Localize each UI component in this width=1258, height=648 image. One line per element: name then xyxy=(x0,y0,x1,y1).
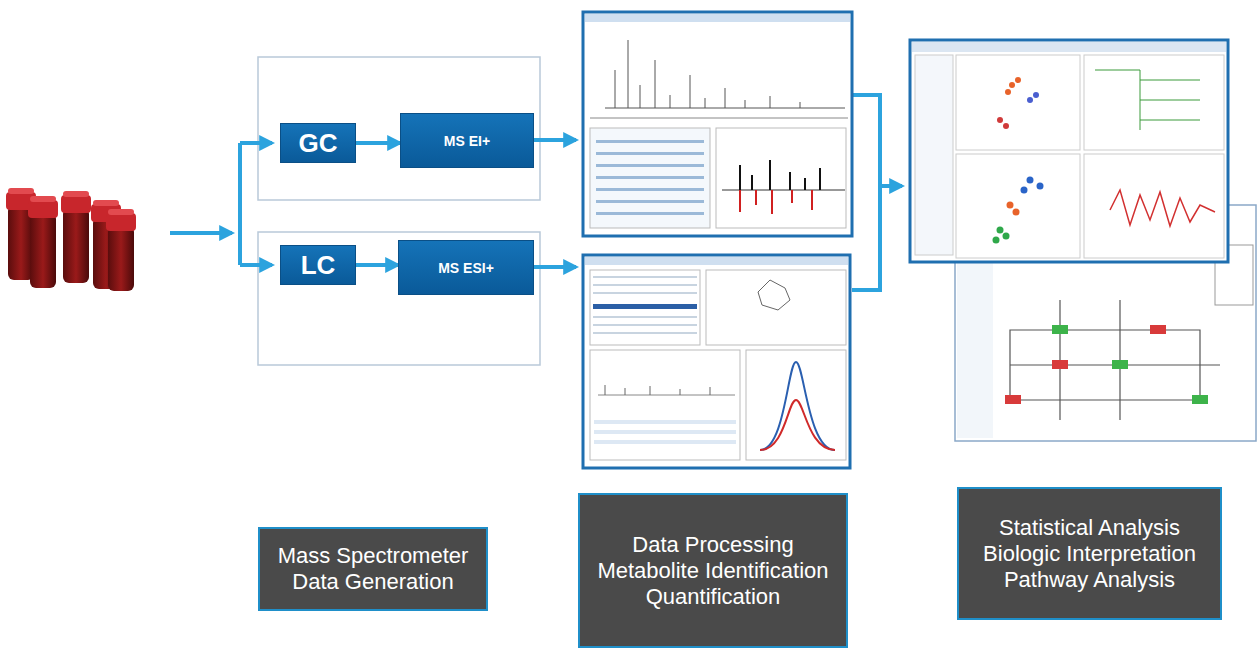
box-text: MS EI+ xyxy=(444,133,490,149)
instrument-label: GC xyxy=(280,123,356,163)
statistics-screenshot xyxy=(910,40,1228,262)
blood-tubes xyxy=(6,188,136,291)
box-text: Statistical Analysis xyxy=(999,515,1180,541)
quantification-screenshot xyxy=(583,255,850,468)
instrument-label: LC xyxy=(280,245,356,285)
flow-arrow xyxy=(356,141,400,145)
box-text: Quantification xyxy=(646,584,781,610)
box-text: Biologic Interpretation xyxy=(983,541,1196,567)
lc-panel xyxy=(258,232,540,365)
stage-caption: Statistical AnalysisBiologic Interpretat… xyxy=(957,487,1222,620)
box-text: Data Processing xyxy=(632,532,793,558)
gc-panel xyxy=(258,57,540,200)
box-text: Metabolite Identification xyxy=(597,558,828,584)
detector-box: MS EI+ xyxy=(400,113,534,168)
spectrum-screenshot xyxy=(583,12,852,236)
flow-arrow xyxy=(356,263,398,267)
box-text: Mass Spectrometer Data Generation xyxy=(274,543,472,595)
detector-box: MS ESI+ xyxy=(398,240,534,295)
box-text: MS ESI+ xyxy=(438,260,494,276)
box-text: GC xyxy=(299,128,338,159)
stage-caption: Data ProcessingMetabolite Identification… xyxy=(578,493,848,648)
box-text: LC xyxy=(301,250,336,281)
box-text: Pathway Analysis xyxy=(1004,567,1175,593)
stage-caption: Mass Spectrometer Data Generation xyxy=(258,527,488,611)
